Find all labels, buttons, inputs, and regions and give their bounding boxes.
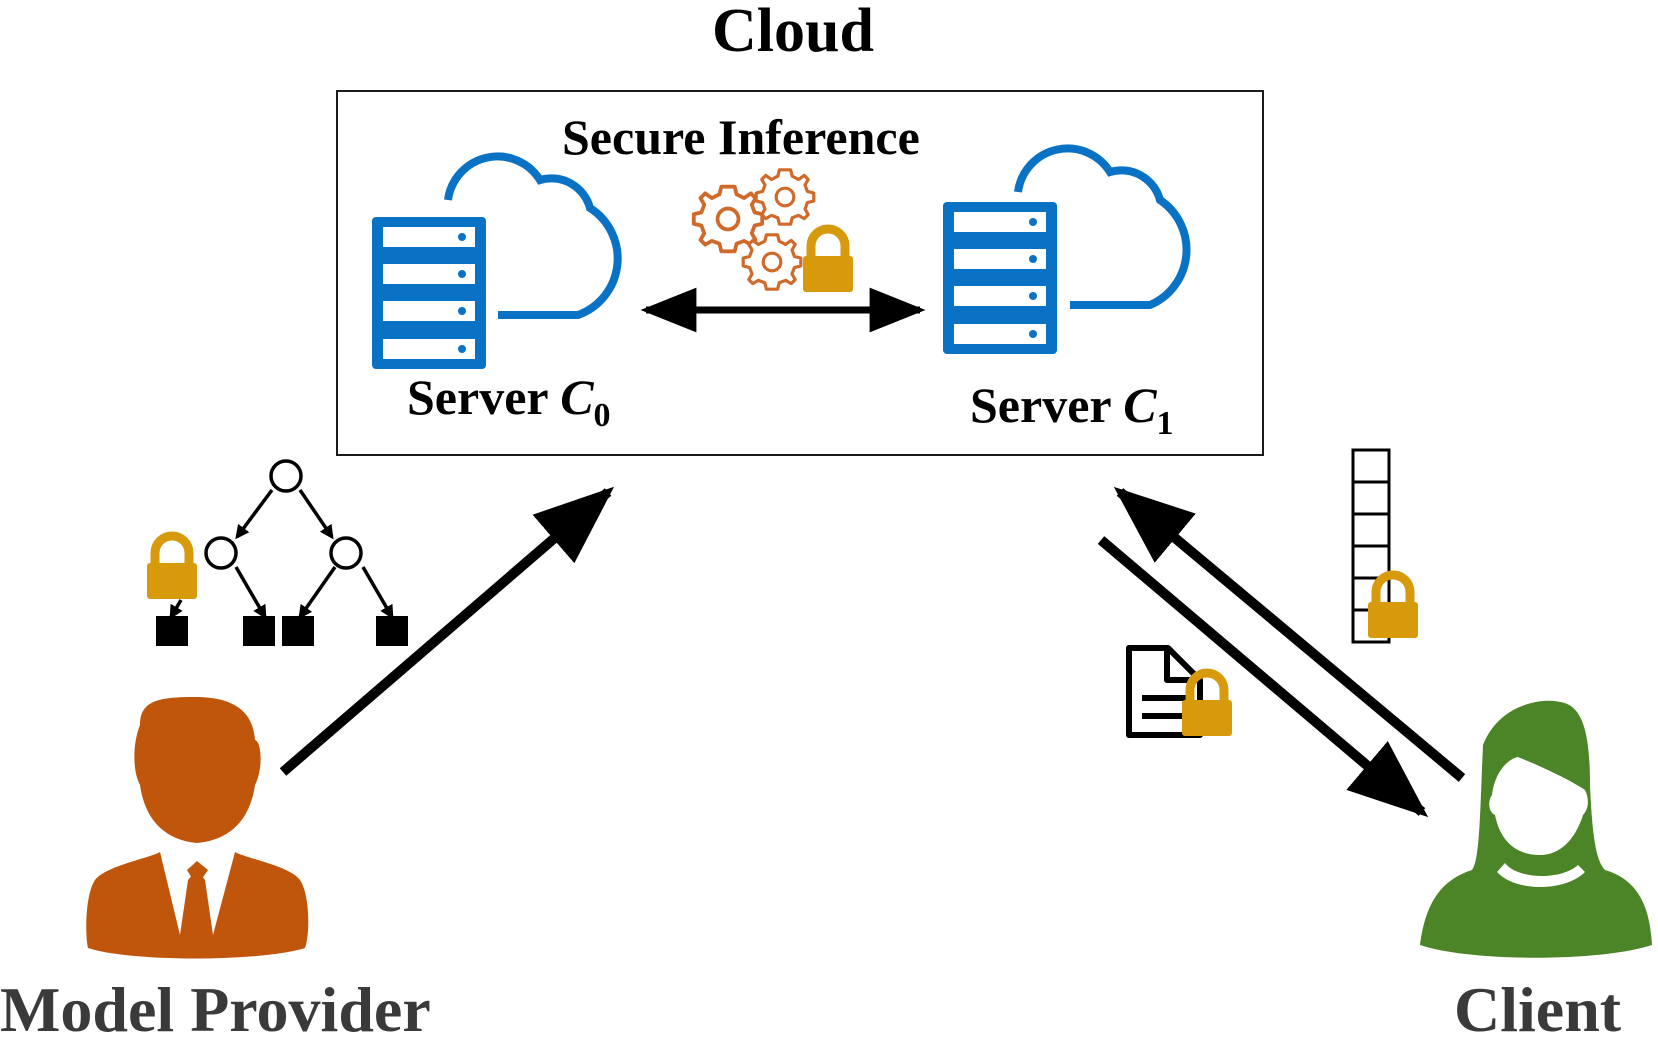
result-lock-icon: [1182, 673, 1232, 736]
model-provider-icon: [86, 697, 309, 959]
computation-gears-icon: [691, 168, 816, 291]
model-provider-label: Model Provider: [0, 974, 431, 1045]
decision-tree-icon: [156, 459, 408, 646]
server-c1-name: Server: [970, 377, 1111, 433]
client-upload-arrow: [1113, 486, 1466, 782]
server-c0-name: Server: [407, 369, 548, 425]
server-c1-label: Server C1: [970, 377, 1174, 441]
server-c0-subscript: 0: [593, 397, 611, 434]
server-c0-icon: [372, 152, 622, 369]
client-label: Client: [1454, 974, 1622, 1045]
secure-compute-lock-icon: [803, 229, 853, 292]
cloud-title: Cloud: [712, 0, 874, 65]
client-icon: [1420, 700, 1652, 958]
result-download-arrow: [1097, 536, 1429, 818]
secure-inference-title: Secure Inference: [562, 109, 920, 165]
server-c1-var: C: [1123, 377, 1157, 433]
server-c1-subscript: 1: [1156, 405, 1174, 442]
vector-lock-icon: [1368, 575, 1418, 638]
model-lock-icon: [147, 536, 197, 599]
model-upload-arrow: [279, 486, 615, 776]
server-c0-var: C: [560, 369, 594, 425]
cloud-box: [336, 90, 1264, 456]
server-c1-icon: [943, 144, 1191, 354]
server-c0-label: Server C0: [407, 369, 611, 433]
